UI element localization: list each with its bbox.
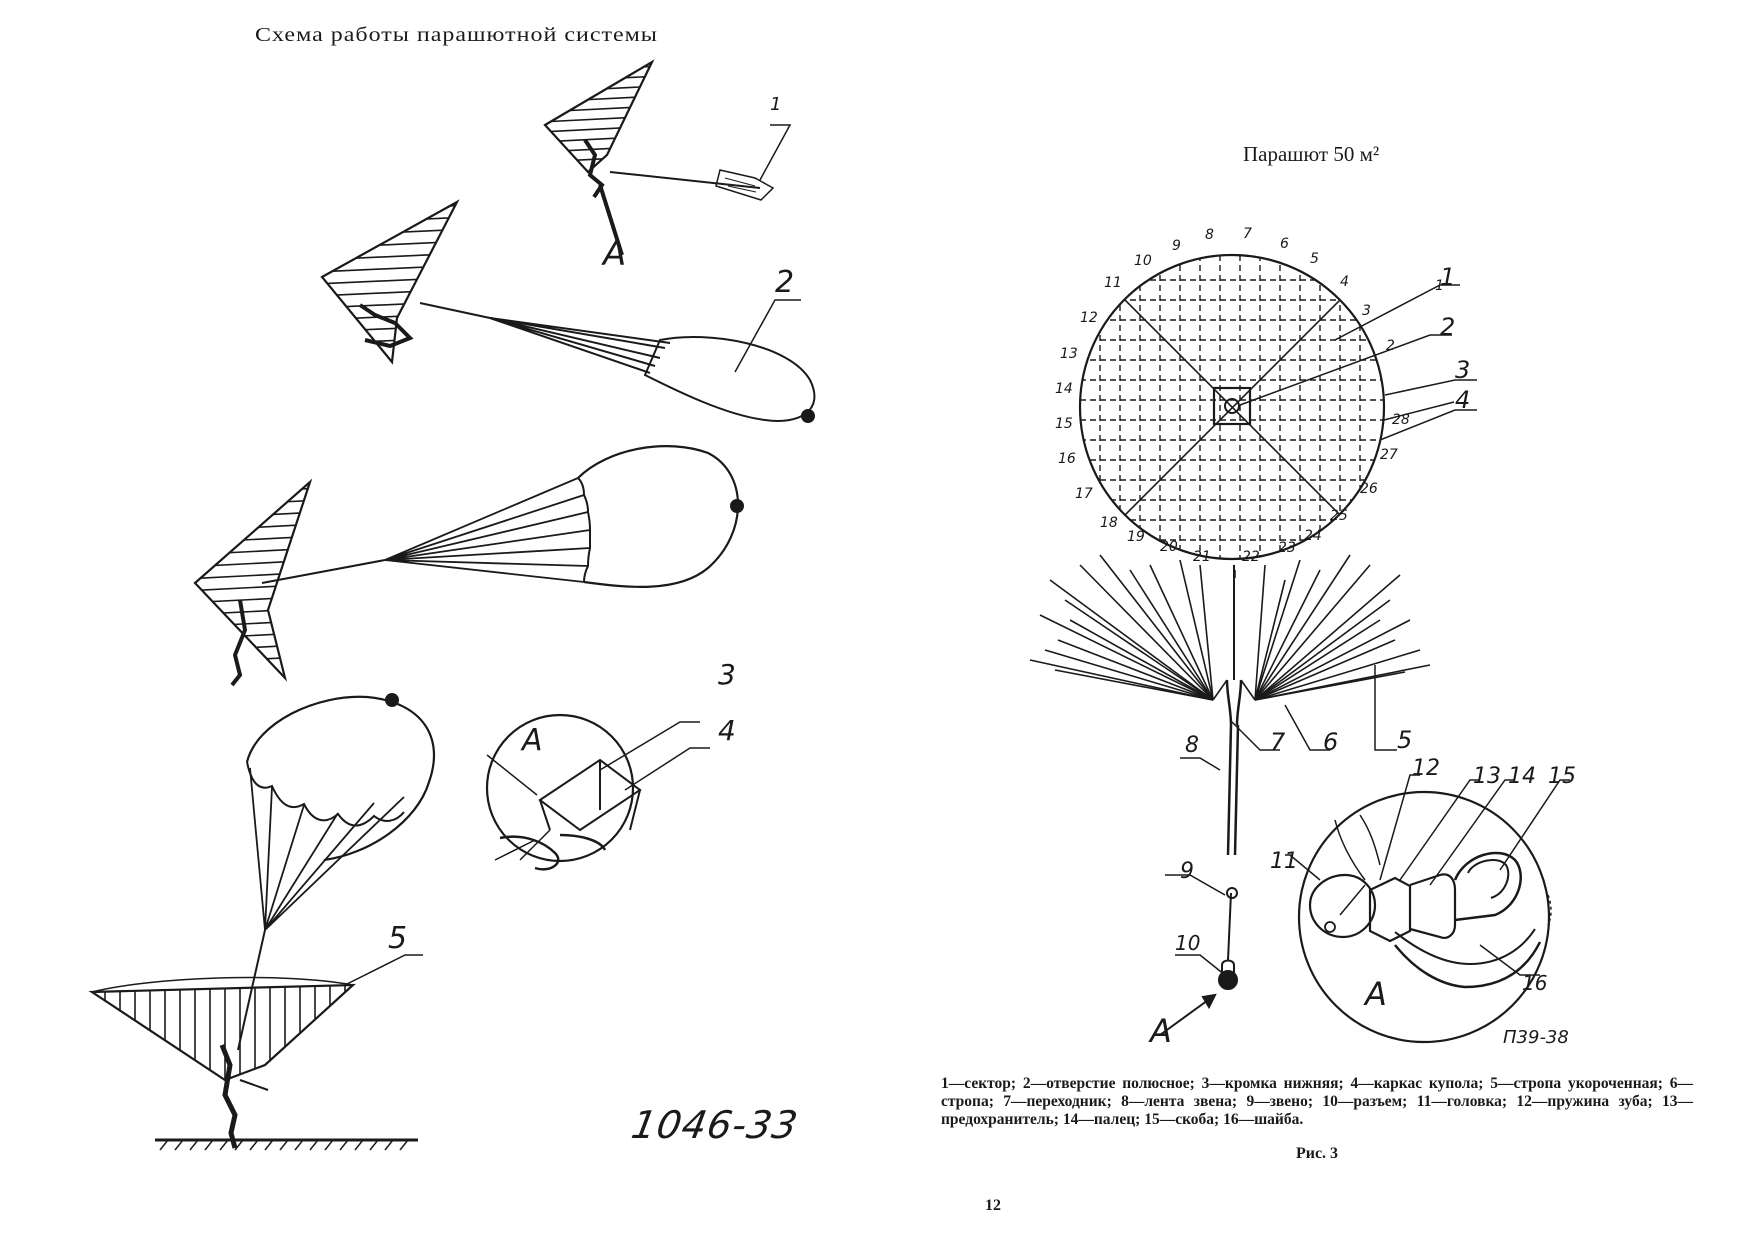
callout-3-left: 3 <box>718 658 736 691</box>
callout-a-stage1: A <box>601 234 626 274</box>
canopy-number: 2 <box>1386 338 1395 354</box>
callout-leader-11 <box>1285 854 1321 881</box>
callout-3-right: 3 <box>1455 356 1470 384</box>
callout-leader-14 <box>1429 779 1515 886</box>
callout-5-right: 5 <box>1397 726 1412 754</box>
figure-label: Рис. 3 <box>1295 1145 1339 1162</box>
right-page-title: Парашют 50 м² <box>1243 142 1380 166</box>
callout-leader-3 <box>599 721 700 771</box>
canopy-number: 28 <box>1392 412 1410 428</box>
canopy-number: 14 <box>1055 381 1073 397</box>
callout-leader-15 <box>1499 779 1570 871</box>
stage1-hang-glider <box>543 59 792 256</box>
callout-4-right: 4 <box>1455 386 1470 414</box>
stage2-hang-glider <box>320 199 816 423</box>
callout-leader-5 <box>344 954 423 986</box>
canopy-number: 25 <box>1330 508 1348 524</box>
callout-10-right: 10 <box>1175 931 1200 955</box>
callout-leader-12 <box>1379 774 1420 881</box>
callout-7-right: 7 <box>1270 728 1286 756</box>
canopy-number: 21 <box>1193 549 1211 565</box>
right-drawing-code: П39-38 <box>1503 1027 1569 1048</box>
callout-leader-2 <box>734 299 801 373</box>
callout-1-left: 1 <box>770 94 781 115</box>
canopy-number: 11 <box>1104 275 1122 291</box>
detail-a-right <box>1285 774 1570 1044</box>
left-drawing-code: 1046-33 <box>628 1103 802 1147</box>
canopy-number: 26 <box>1360 481 1378 497</box>
callout-12-right: 12 <box>1412 756 1440 781</box>
detail-a-left <box>485 713 710 871</box>
riser-link <box>1159 679 1243 1036</box>
callout-15-right: 15 <box>1548 764 1576 789</box>
canopy-number: 19 <box>1127 529 1145 545</box>
canopy-number: 27 <box>1380 447 1398 463</box>
canopy-number: 7 <box>1243 226 1252 242</box>
canopy-number: 4 <box>1340 274 1349 290</box>
canopy-number: 16 <box>1058 451 1076 467</box>
callout-a-bottom-right: A <box>1148 1012 1172 1050</box>
callout-1-right: 1 <box>1440 263 1455 291</box>
suspension-lines <box>1029 554 1431 701</box>
callout-a-detail-right: A <box>1363 975 1387 1013</box>
canopy-number: 6 <box>1280 236 1289 252</box>
canopy-number: 24 <box>1304 528 1322 544</box>
callout-9-right: 9 <box>1180 859 1194 884</box>
canopy-callout-leaders <box>1234 284 1477 578</box>
canopy-number: 18 <box>1100 515 1118 531</box>
callout-leader-4 <box>624 747 710 791</box>
left-page-title: Схема работы парашютной системы <box>255 24 658 47</box>
rigging-callout-leaders <box>1165 665 1397 976</box>
page-number: 12 <box>985 1197 1001 1214</box>
callout-leader-13 <box>1399 779 1480 881</box>
callout-16-right: 16 <box>1522 971 1547 995</box>
canopy-number: 23 <box>1278 540 1296 556</box>
stage3-hang-glider <box>193 445 744 687</box>
canopy-number: 10 <box>1134 253 1152 269</box>
callout-a-detail-left: A <box>520 723 543 758</box>
callout-11-right: 11 <box>1270 849 1298 874</box>
canopy-number: 20 <box>1160 539 1178 555</box>
canopy-numbers: 1 2 3 4 5 6 7 8 9 10 11 12 13 14 15 16 1… <box>1055 226 1444 565</box>
canopy-number: 5 <box>1310 251 1319 267</box>
canopy-number: 15 <box>1055 416 1073 432</box>
callout-2-left: 2 <box>775 265 794 300</box>
callout-6-right: 6 <box>1323 728 1338 756</box>
canopy-number: 8 <box>1205 227 1214 243</box>
canopy-number: 13 <box>1060 346 1078 362</box>
canopy-number: 3 <box>1362 303 1371 319</box>
canopy-number: 22 <box>1242 549 1260 565</box>
figure-caption: 1—сектор; 2—отверстие полюсное; 3—кромка… <box>941 1075 1693 1128</box>
canopy-number: 12 <box>1080 310 1098 326</box>
callout-8-right: 8 <box>1185 733 1199 758</box>
stage4-parachute-landing <box>88 693 436 1151</box>
callout-leader-1 <box>759 124 792 181</box>
callout-2-right: 2 <box>1440 313 1455 341</box>
callout-4-left: 4 <box>718 714 736 747</box>
callout-leader-16 <box>1479 944 1540 976</box>
canopy-number: 17 <box>1075 486 1093 502</box>
callout-13-right: 13 <box>1473 764 1501 789</box>
callout-14-right: 14 <box>1508 764 1536 789</box>
canopy-number: 9 <box>1172 238 1181 254</box>
callout-5-left: 5 <box>388 921 407 956</box>
